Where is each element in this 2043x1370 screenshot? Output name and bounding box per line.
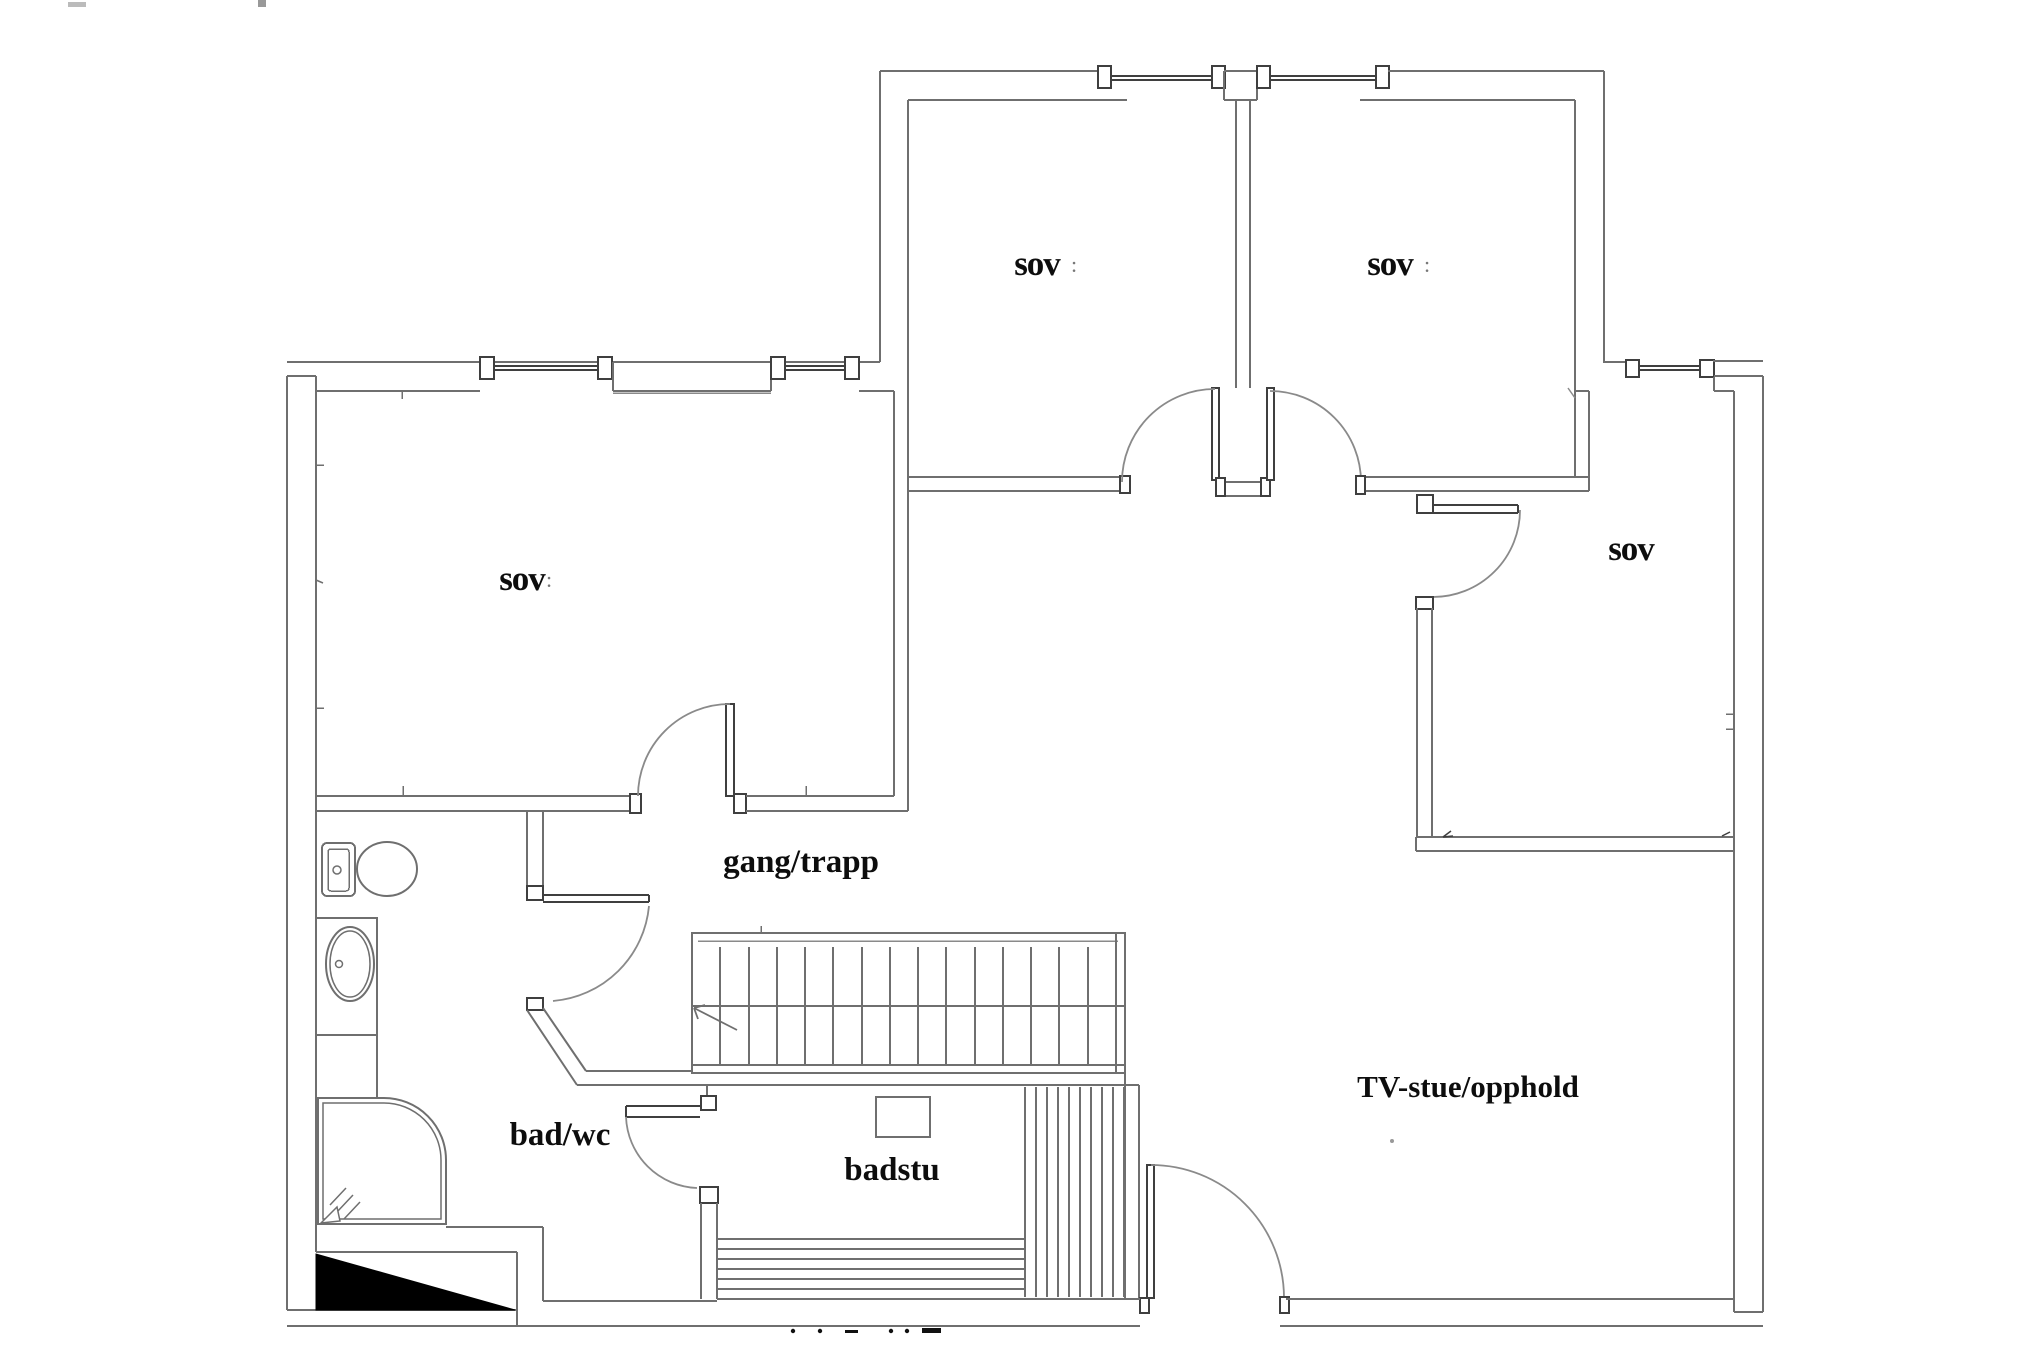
svg-text:sov: sov — [499, 559, 546, 598]
svg-text:gang/trapp: gang/trapp — [723, 844, 879, 880]
svg-text:badstu: badstu — [844, 1152, 939, 1188]
svg-text:sov: sov — [1608, 529, 1655, 568]
svg-text::: : — [546, 567, 552, 592]
svg-text:bad/wc: bad/wc — [510, 1117, 611, 1153]
svg-text::: : — [1424, 252, 1430, 277]
svg-text:sov: sov — [1367, 244, 1414, 283]
svg-text::: : — [1071, 252, 1077, 277]
svg-text:TV-stue/opphold: TV-stue/opphold — [1357, 1069, 1579, 1104]
svg-text:sov: sov — [1014, 244, 1061, 283]
